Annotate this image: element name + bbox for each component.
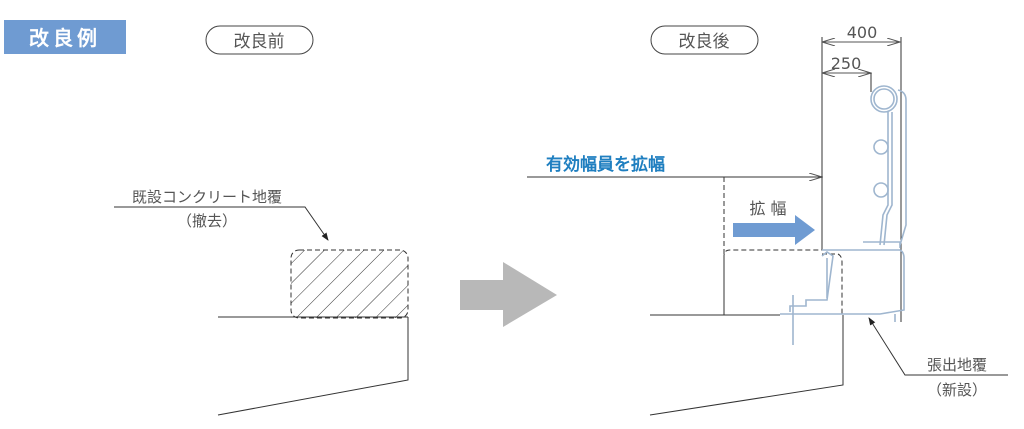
old-curb-dashed (723, 249, 822, 315)
widen-arrow-icon (733, 215, 815, 245)
old-curb-dashed-right (822, 253, 843, 315)
existing-curb-label: 既設コンクリート地覆 (132, 188, 282, 206)
leader-line (114, 206, 329, 241)
dimension-250-label: 250 (831, 54, 862, 73)
existing-curb-hatched (290, 249, 409, 319)
new-curb-label: 張出地覆 (927, 356, 987, 374)
deck-edge-line (217, 317, 409, 416)
new-install-label: （新設） (927, 381, 987, 399)
before-drawing: 既設コンクリート地覆 （撤去） (114, 188, 409, 416)
badge-label: 改良例 (29, 26, 101, 50)
new-curb-leader (868, 317, 1008, 376)
transition-arrow-icon (460, 262, 557, 327)
removed-label: （撤去） (177, 212, 237, 230)
example-badge: 改良例 (4, 20, 126, 54)
after-drawing: 有効幅員を拡幅 拡 幅 400 250 (527, 23, 1008, 416)
before-title: 改良前 (234, 32, 285, 52)
after-title: 改良後 (679, 32, 730, 52)
before-title-pill: 改良前 (205, 25, 314, 55)
deck-edge-line-after (649, 315, 844, 416)
widen-label: 拡 幅 (749, 199, 786, 218)
widen-effective-label: 有効幅員を拡幅 (546, 154, 665, 175)
dimension-400-label: 400 (847, 23, 878, 42)
guard-rail (780, 85, 907, 345)
after-title-pill: 改良後 (650, 25, 759, 55)
